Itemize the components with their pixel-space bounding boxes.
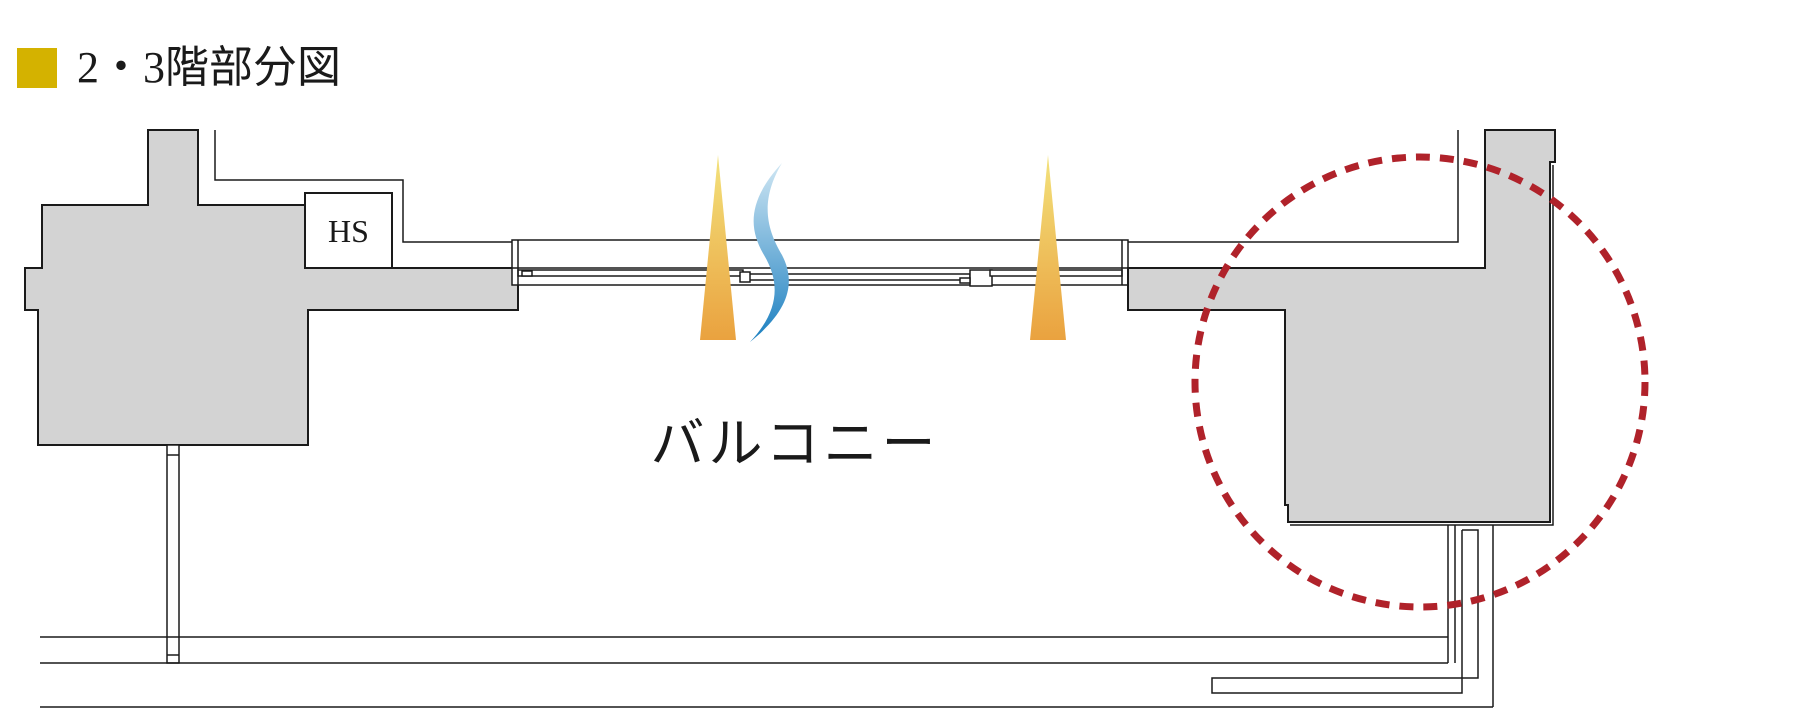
highlight-circle <box>1191 153 1649 611</box>
hs-label: HS <box>328 213 369 249</box>
left-wall-mass <box>24 129 519 446</box>
air-flow-icon <box>750 163 789 342</box>
heat-flow-icon <box>1030 155 1066 340</box>
balcony-railing-lines <box>40 525 1494 708</box>
heading-marker-square <box>17 48 57 88</box>
hs-box <box>304 192 393 269</box>
left-mullion <box>166 444 180 664</box>
right-wall-edge-line <box>1290 165 1554 526</box>
balcony-label: バルコニー <box>651 414 940 474</box>
right-wall-inner-line <box>1128 130 1459 243</box>
sliding-window <box>511 239 1129 287</box>
heading-title: 2・3階部分図 <box>77 43 341 92</box>
section-heading: 2・3階部分図 <box>17 44 341 92</box>
heat-flow-icon <box>700 155 736 340</box>
interior-wall-line <box>214 130 512 243</box>
right-wall-mass <box>1127 129 1556 523</box>
